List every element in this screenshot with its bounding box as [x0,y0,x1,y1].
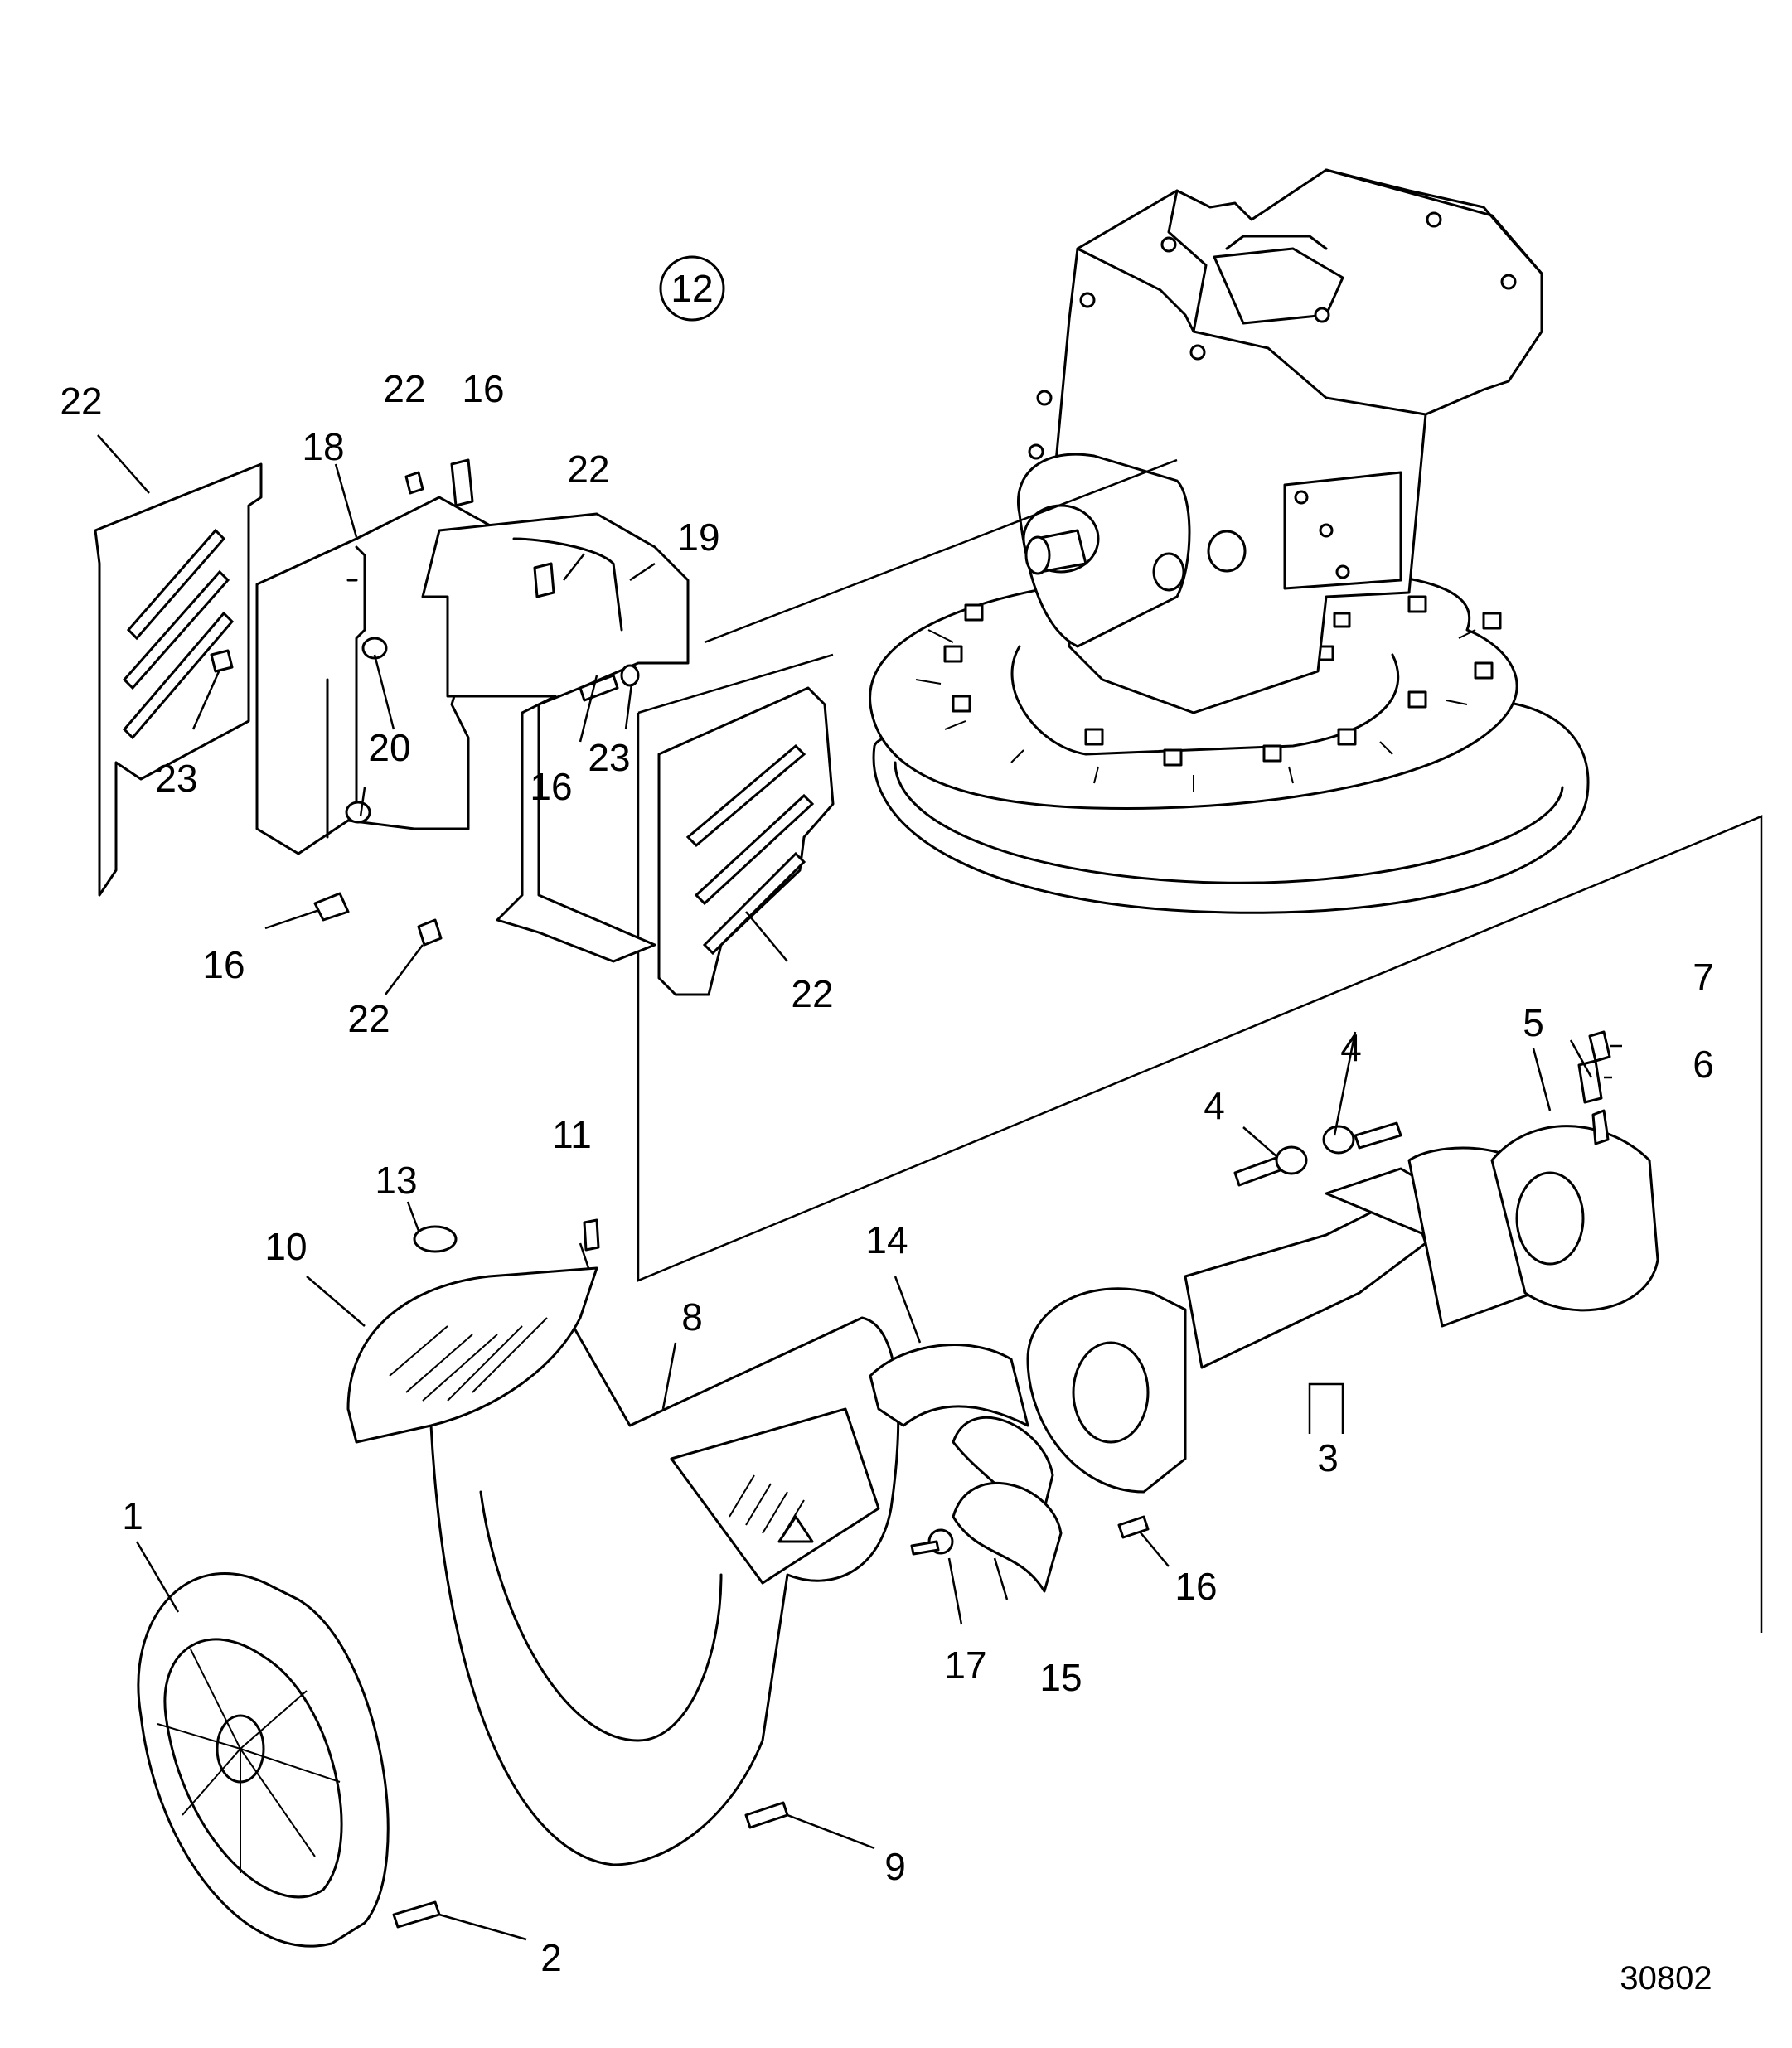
callout-3: 3 [1317,1436,1339,1479]
callout-labels: 12 22 18 22 16 22 19 23 20 16 23 16 22 2… [60,255,1714,1997]
fasteners-upper [210,458,640,947]
callout-7: 7 [1693,956,1714,999]
callout-17: 18 [302,425,344,468]
callout-20: 22 [791,972,833,1015]
callout-13: 13 [375,1159,417,1202]
callout-22-left: 23 [155,757,197,800]
callout-5: 5 [1523,1001,1544,1044]
callout-16-left: 16 [202,943,245,986]
screw-11 [583,1218,600,1252]
callout-21: 22 [60,380,102,423]
callout-22-top-right: 22 [567,448,609,491]
callout-4-left: 4 [1204,1084,1225,1127]
callout-4-right: 4 [1340,1026,1362,1069]
bell-housing-8 [428,1305,900,1866]
bracket-21 [94,462,263,897]
callout-19: 20 [368,726,410,769]
callout-16-top: 16 [462,367,504,410]
leader-lines [97,434,1622,1941]
callout-22-top-left: 22 [383,367,425,410]
callout-18: 19 [677,516,719,559]
callout-2: 2 [540,1936,562,1979]
callout-16-mid: 16 [530,765,572,808]
callout-16-bottom: 17 [944,1644,986,1687]
shim-14-15 [869,1344,1063,1593]
callout-6: 6 [1693,1043,1714,1086]
flange-3 [1026,1287,1187,1494]
group-number-circle [659,255,725,322]
callout-11: 11 [552,1113,592,1156]
coupling-cover-1 [137,1571,390,1948]
callout-15: 15 [1039,1656,1082,1699]
callout-22-bottom: 22 [347,997,390,1040]
callout-8: 8 [681,1295,703,1339]
callout-16-right: 16 [1174,1565,1217,1608]
callout-23: 23 [588,736,630,779]
seal-13 [413,1225,458,1253]
guard-10 [346,1266,598,1444]
gearbox-assembly [869,168,1590,914]
assembly-guide-lines [637,458,1763,1633]
callout-10: 10 [264,1225,307,1268]
bracket-18 [421,512,690,963]
callout-9: 9 [884,1845,906,1888]
drawing-reference-number: 30802 [1620,1960,1712,1997]
callout-1: 1 [122,1494,143,1537]
coupling-5 [1490,1125,1659,1312]
callout-14: 14 [865,1218,908,1261]
guard-plate-20 [657,686,835,996]
group-number: 12 [671,267,713,310]
drive-shaft [1184,1146,1535,1369]
